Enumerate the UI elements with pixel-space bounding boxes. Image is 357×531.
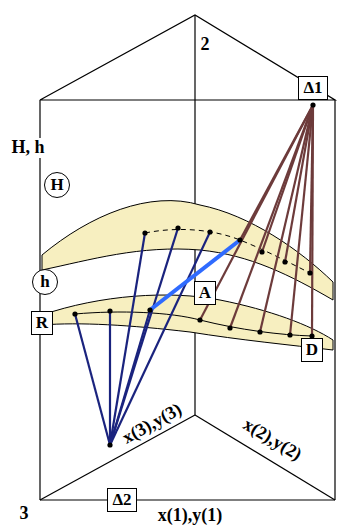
point — [310, 102, 315, 107]
surface-circle: h — [32, 269, 58, 295]
delta-box: Δ1 — [298, 76, 327, 100]
point — [287, 332, 292, 337]
ray-line — [109, 311, 111, 445]
point — [142, 230, 147, 235]
point — [197, 317, 202, 322]
ray-line — [75, 314, 110, 445]
point — [175, 225, 180, 230]
point-box: R — [31, 311, 53, 335]
point — [107, 308, 112, 313]
point — [282, 259, 287, 264]
ray-line — [230, 105, 313, 328]
prism-edge — [334, 100, 335, 500]
connector-blue — [150, 240, 240, 310]
point — [207, 229, 212, 234]
brown-lines — [200, 105, 313, 336]
surface-H — [42, 201, 333, 300]
delta-box: Δ2 — [107, 488, 136, 512]
point — [237, 237, 242, 242]
point — [257, 329, 262, 334]
ray-line — [290, 105, 313, 335]
point — [147, 307, 152, 312]
grid-points — [72, 102, 315, 447]
point — [72, 311, 77, 316]
point — [227, 325, 232, 330]
prism-top — [40, 15, 335, 100]
ray-line — [312, 105, 313, 336]
point-box: A — [194, 281, 216, 305]
node-label: D — [306, 340, 318, 360]
node-label: A — [199, 283, 211, 303]
node-label: Δ1 — [303, 78, 322, 98]
node-label: H — [50, 175, 63, 195]
surface-h — [42, 295, 333, 350]
ray-line — [200, 105, 313, 320]
coordinate-label: x(2),y(2) — [238, 414, 307, 466]
ray-line — [260, 105, 313, 332]
vertex-number: 3 — [18, 504, 31, 524]
node-label: h — [40, 272, 49, 292]
prism-edge — [39, 100, 40, 500]
blue-lines — [75, 228, 210, 445]
point — [307, 270, 312, 275]
prism-edge — [40, 499, 335, 500]
point — [107, 442, 112, 447]
axis-label: H, h — [9, 138, 46, 158]
coordinate-label: x(1),y(1) — [156, 506, 224, 526]
point — [259, 249, 264, 254]
node-label: R — [36, 313, 48, 333]
surface-circle: H — [44, 172, 70, 198]
node-label: Δ2 — [112, 490, 131, 510]
point-box: D — [301, 338, 323, 362]
vertex-number: 2 — [199, 35, 212, 55]
ray-line — [110, 233, 145, 445]
